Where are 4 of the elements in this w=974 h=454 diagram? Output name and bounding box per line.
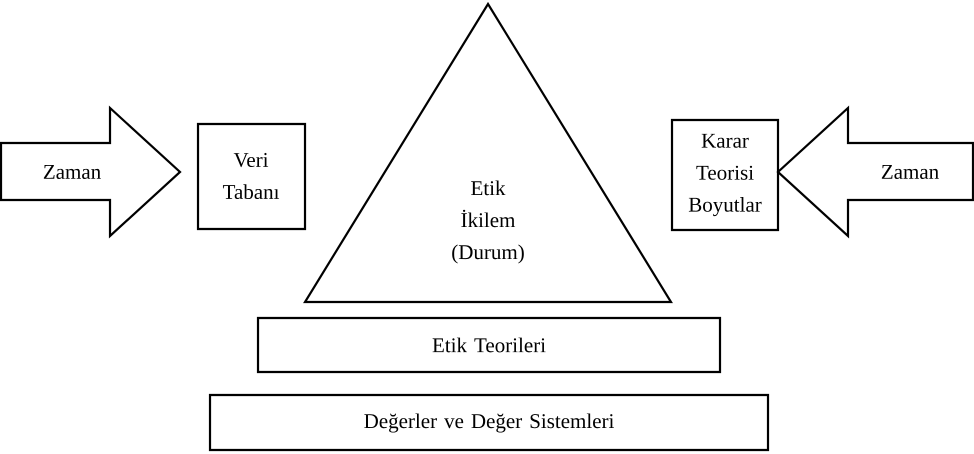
text-box: Etik Teorileri [256, 316, 722, 374]
text-box: Karar Teorisi Boyutlar [670, 118, 780, 232]
text-box: Değerler ve Değer Sistemleri [208, 394, 770, 452]
text-box: Veri Tabanı [196, 122, 306, 230]
